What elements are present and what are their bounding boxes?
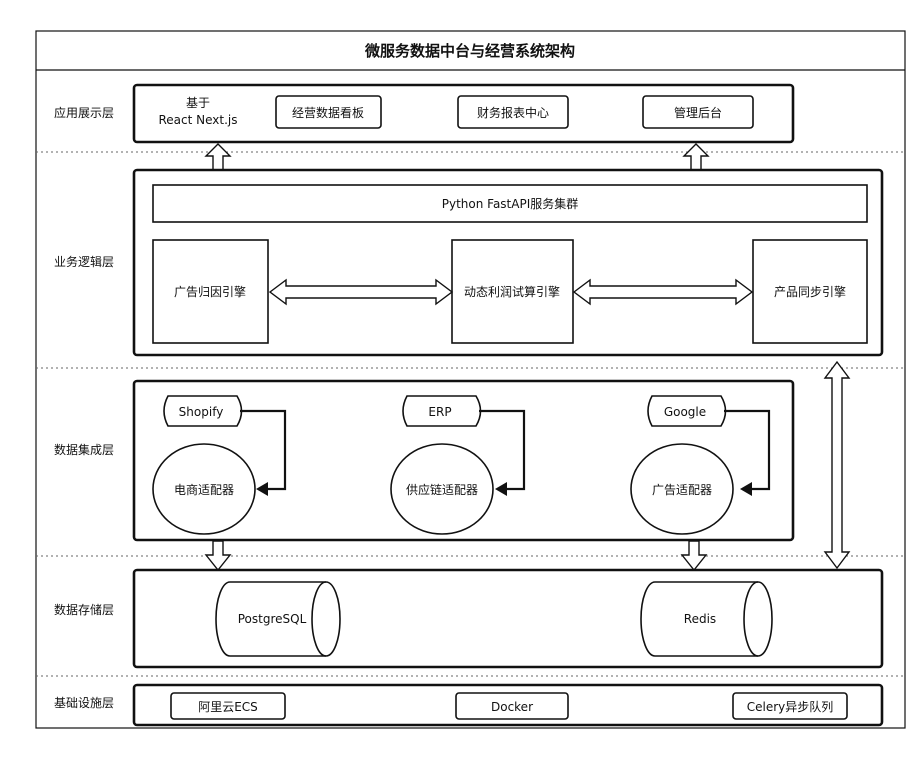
layer-label-storage: 数据存储层 [54,602,114,617]
layer-label-app: 应用展示层 [54,105,114,120]
app-basis-line1: 基于 [186,96,210,110]
app-item-finance: 财务报表中心 [477,105,549,120]
adapter-ads: 广告适配器 [652,483,712,497]
layer-label-integration: 数据集成层 [54,442,114,457]
up-arrow-icon [684,144,708,170]
layer-label-logic: 业务逻辑层 [54,254,114,269]
infra-celery-queue: Celery异步队列 [747,699,834,714]
engine-profit: 动态利润试算引擎 [464,284,560,299]
app-item-dashboard: 经营数据看板 [292,105,364,120]
source-google-label: Google [664,405,706,419]
layer-label-infra: 基础设施层 [54,696,114,710]
db-postgresql-label: PostgreSQL [238,612,307,626]
app-item-admin: 管理后台 [674,105,722,120]
cluster-label: Python FastAPI服务集群 [442,196,579,211]
adapter-supply-chain: 供应链适配器 [406,482,478,497]
diagram-title: 微服务数据中台与经营系统架构 [364,42,575,60]
db-redis-label: Redis [684,612,716,626]
engine-ad-attribution: 广告归因引擎 [174,284,246,299]
down-arrow-icon [682,541,706,570]
engine-product-sync: 产品同步引擎 [774,284,846,299]
infra-docker: Docker [491,700,533,714]
infra-aliyun-ecs: 阿里云ECS [198,700,258,714]
source-erp-label: ERP [428,405,451,419]
vertical-double-arrow-icon [825,362,849,568]
down-arrow-icon [206,541,230,570]
up-arrow-icon [206,144,230,170]
adapter-ecommerce: 电商适配器 [174,482,234,497]
app-basis-line2: React Next.js [158,113,237,127]
source-shopify-label: Shopify [179,405,224,419]
